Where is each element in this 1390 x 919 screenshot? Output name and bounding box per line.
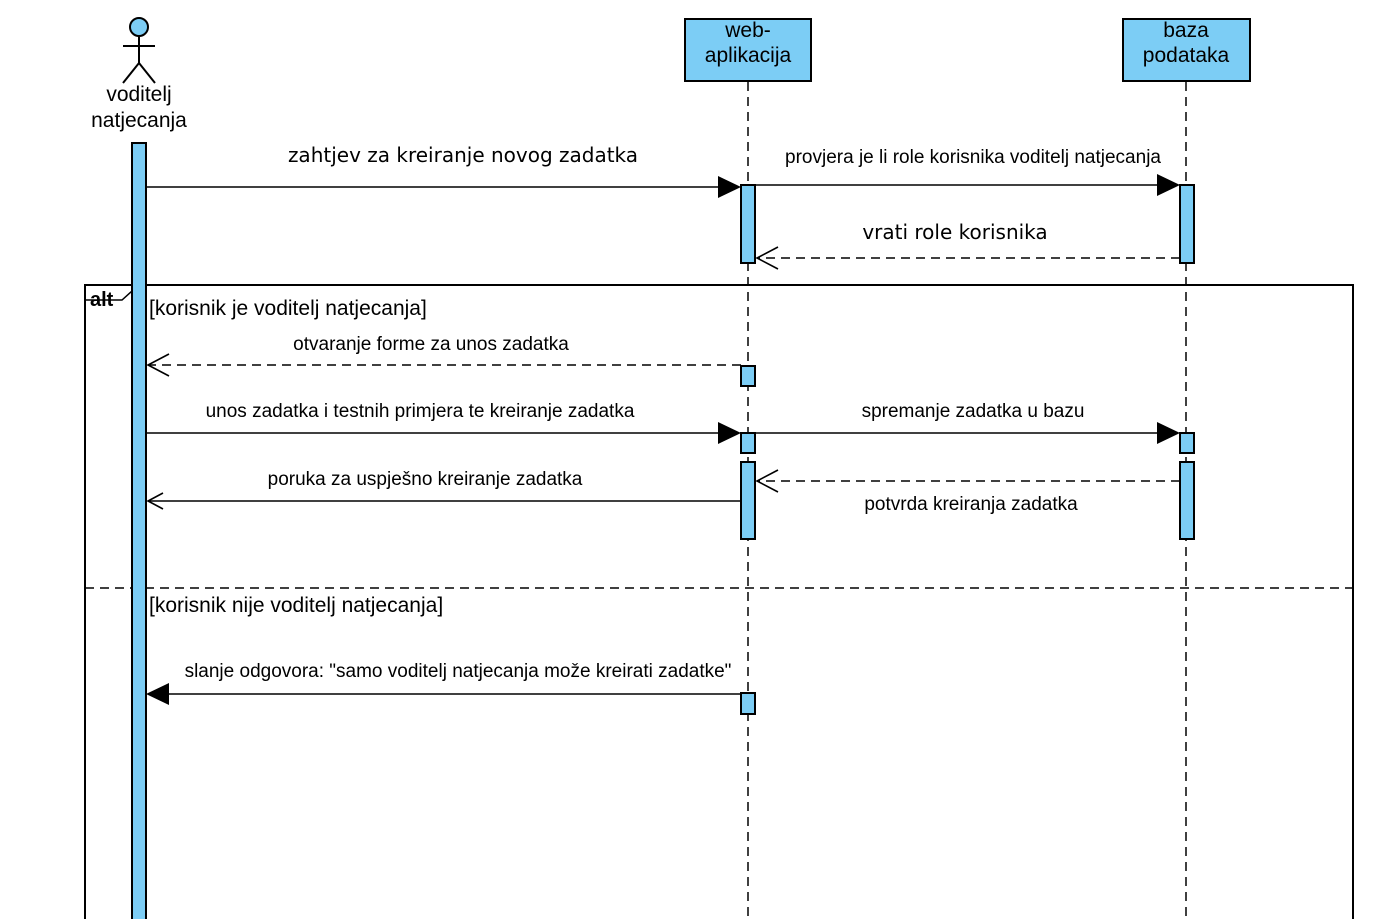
message-slanje-odgovora[interactable]: slanje odgovora: "samo voditelj natjecan…	[146, 661, 741, 705]
message-7-label: poruka za uspješno kreiranje zadatka	[268, 469, 583, 490]
database-activation-2	[1179, 432, 1195, 454]
database-header-box	[1122, 18, 1251, 82]
actor-label-line2: natjecanja	[91, 109, 187, 132]
message-provjera-role[interactable]: provjera je li role korisnika voditelj n…	[755, 147, 1180, 196]
message-5-arrowhead-icon	[718, 422, 741, 444]
message-3-label: vrati role korisnika	[862, 220, 1047, 244]
message-2-arrowhead-icon	[1157, 174, 1180, 196]
alt-operator-label: alt	[90, 289, 114, 311]
message-5-label: unos zadatka i testnih primjera te kreir…	[206, 401, 635, 422]
message-9-arrowhead-icon	[146, 683, 169, 705]
message-1-arrowhead-icon	[718, 176, 741, 198]
alt-fragment[interactable]: alt [korisnik je voditelj natjecanja] [k…	[84, 284, 1354, 919]
actor-right-leg-icon	[138, 62, 156, 84]
message-poruka-uspjesno[interactable]: poruka za uspješno kreiranje zadatka	[146, 469, 741, 510]
message-4-arrowhead-icon	[146, 353, 170, 377]
message-vrati-role[interactable]: vrati role korisnika	[755, 220, 1180, 270]
web-app-label-line2: aplikacija	[705, 44, 792, 67]
participant-web-aplikacija[interactable]: web- aplikacija	[684, 18, 812, 82]
participant-baza-podataka[interactable]: baza podataka	[1122, 18, 1251, 82]
message-3-arrowhead-icon	[755, 246, 779, 270]
web-app-header-box	[684, 18, 812, 82]
web-app-label-line1: web-	[724, 19, 771, 42]
message-2-label: provjera je li role korisnika voditelj n…	[785, 147, 1161, 168]
actor-activation-bar	[131, 142, 147, 919]
message-spremanje-zadatka[interactable]: spremanje zadatka u bazu	[755, 401, 1180, 444]
alt-guard-2: [korisnik nije voditelj natjecanja]	[149, 594, 443, 617]
web-app-activation-5	[740, 692, 756, 715]
web-app-activation-2	[740, 365, 756, 387]
actor-label-line1: voditelj	[106, 83, 171, 106]
message-6-label: spremanje zadatka u bazu	[862, 401, 1085, 422]
database-label-line2: podataka	[1143, 44, 1230, 67]
database-label-line1: baza	[1163, 19, 1209, 42]
web-app-activation-4	[740, 461, 756, 540]
actor-head-icon	[129, 17, 149, 37]
web-app-activation-3	[740, 432, 756, 454]
message-unos-zadatka[interactable]: unos zadatka i testnih primjera te kreir…	[146, 401, 741, 444]
message-zahtjev-kreiranje[interactable]: zahtjev za kreiranje novog zadatka	[146, 143, 741, 198]
alt-guard-1: [korisnik je voditelj natjecanja]	[149, 297, 427, 320]
database-activation-3	[1179, 461, 1195, 540]
actor-voditelj-natjecanja[interactable]: voditelj natjecanja	[91, 17, 187, 132]
actor-left-leg-icon	[122, 62, 140, 84]
message-potvrda-kreiranja[interactable]: potvrda kreiranja zadatka	[755, 469, 1180, 515]
message-4-label: otvaranje forme za unos zadatka	[293, 334, 569, 355]
alt-fragment-frame	[84, 284, 1354, 919]
message-9-label: slanje odgovora: "samo voditelj natjecan…	[185, 661, 732, 682]
message-7-arrowhead-icon	[146, 492, 164, 510]
database-activation-1	[1179, 184, 1195, 264]
web-app-activation-1	[740, 184, 756, 264]
message-8-arrowhead-icon	[755, 469, 779, 493]
message-6-arrowhead-icon	[1157, 422, 1180, 444]
message-8-label: potvrda kreiranja zadatka	[864, 494, 1078, 515]
message-1-label: zahtjev za kreiranje novog zadatka	[288, 143, 638, 167]
message-otvaranje-forme[interactable]: otvaranje forme za unos zadatka	[146, 334, 741, 377]
